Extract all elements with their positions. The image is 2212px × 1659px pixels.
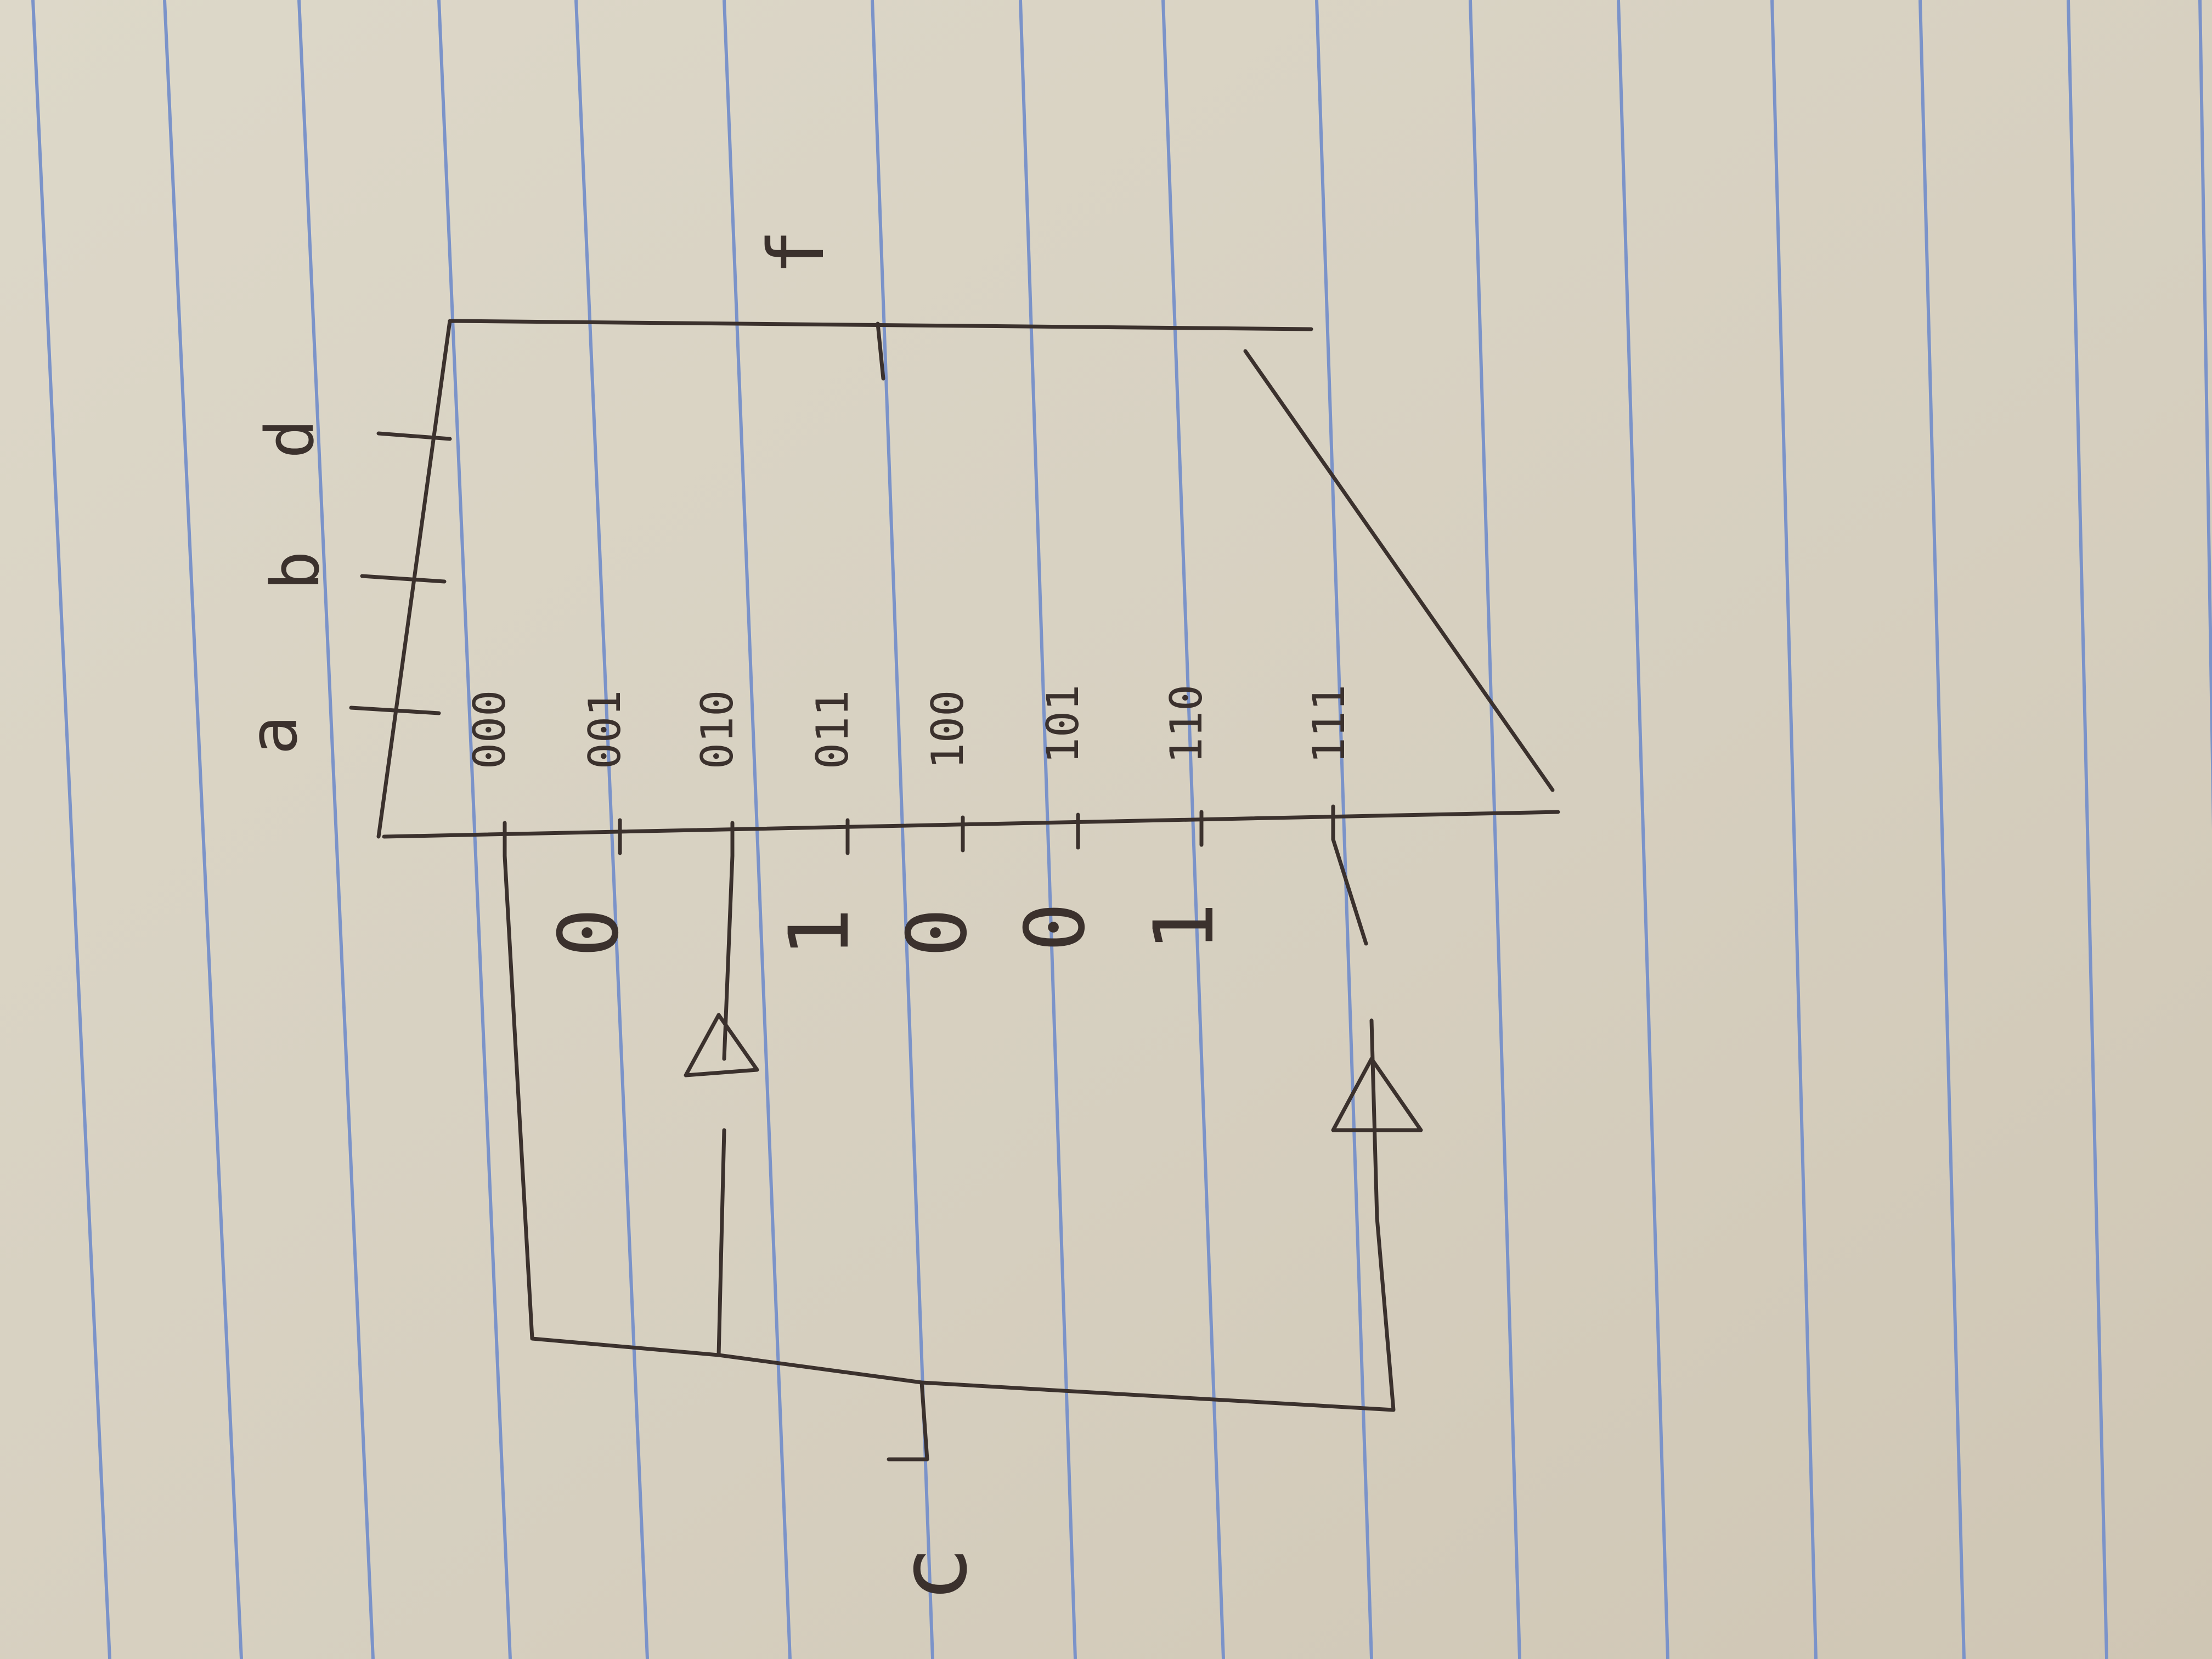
select-input-label: b [258,551,334,590]
input-code: 000 [464,690,515,770]
input-value: 0 [890,908,985,957]
input-code: 101 [1037,685,1088,764]
input-value: 0 [541,908,637,957]
input-values: 0 0 1 0 0 1 [541,902,1232,957]
control-input-label: c [879,1547,988,1602]
input-value: 1 [1137,902,1232,952]
inverter-gate [684,1013,759,1077]
input-codes: 000 001 010 011 100 101 110 111 [464,685,1355,770]
inverter-gates [684,1013,1423,1132]
input-code: 011 [807,690,858,770]
input-code: 001 [579,690,630,770]
input-ticks [503,804,1335,858]
input-code: 010 [692,690,743,770]
inverter-gate [1331,1057,1423,1132]
mux-body [376,319,1560,839]
select-input-label: a [236,715,312,755]
select-ticks [349,431,452,715]
output-label: f [752,229,842,275]
input-code: 111 [1304,685,1355,764]
control-wiring [503,837,1396,1462]
input-code: 110 [1161,685,1212,764]
input-code: 100 [922,690,973,770]
select-labels: a b d [236,419,334,755]
input-value: 0 [1008,902,1103,952]
input-value: 1 [772,908,867,957]
output: f [752,229,885,381]
select-input-label: d [252,419,329,459]
